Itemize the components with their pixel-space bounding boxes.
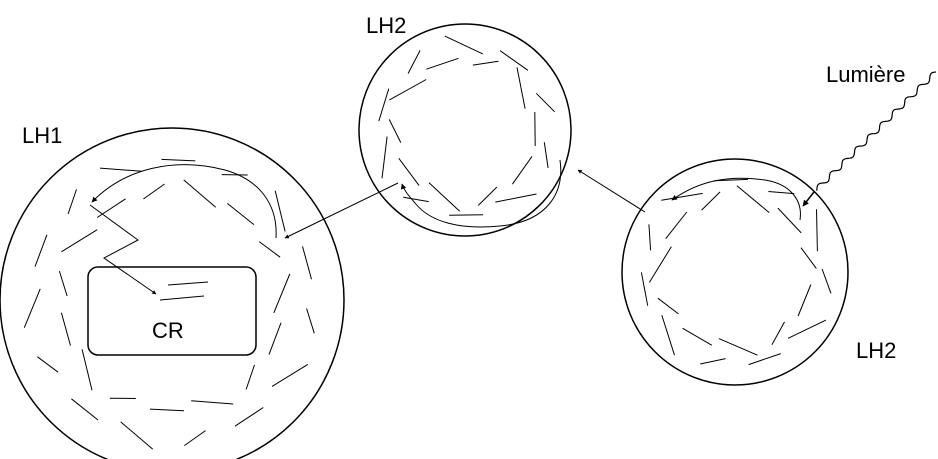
pigment-dash: [273, 273, 291, 314]
pigment-dash: [516, 67, 526, 109]
pigment-dash: [71, 398, 99, 421]
pigment-dash: [511, 156, 533, 185]
pigment-dash: [34, 234, 48, 267]
cr-label: CR: [152, 318, 184, 343]
pigment-dash: [258, 241, 281, 258]
pigment-dash: [477, 186, 498, 206]
pigment-dash: [768, 191, 795, 195]
pigment-dash: [499, 50, 529, 71]
pigment-dash: [407, 50, 421, 74]
pigment-dash: [661, 314, 675, 356]
pigment-dash: [403, 196, 429, 203]
pigment-dash: [428, 182, 461, 212]
pigment-dash: [648, 224, 652, 251]
pigment-dash: [640, 272, 649, 306]
pigment-dash: [472, 60, 499, 66]
pigment-dash: [777, 207, 802, 234]
pigment-dash: [381, 136, 388, 179]
lh2-right-pigment-marks: [640, 178, 832, 366]
pigment-dash: [67, 189, 77, 215]
pigment-dash: [701, 191, 721, 211]
pigment-dash: [495, 193, 537, 203]
lh1-circle: [0, 127, 345, 459]
pigment-dash: [302, 246, 312, 280]
pigment-dash: [271, 363, 309, 387]
pigment-dash: [535, 92, 555, 113]
lh2-right-circulation-arrow: [671, 177, 801, 221]
photon-arrow: [802, 191, 815, 207]
pigment-dash: [58, 270, 68, 297]
pigment-dash: [800, 247, 817, 269]
pigment-dash: [268, 322, 282, 355]
pigment-dash: [378, 88, 390, 122]
transfer-arrow-lh2-right-to-top: [577, 169, 646, 213]
pigment-dash: [161, 158, 196, 162]
pigment-dash: [99, 167, 142, 172]
lh2-right-circle: [621, 158, 849, 386]
pigment-dash: [661, 192, 703, 201]
photon-wavy-line: [816, 71, 937, 191]
pigment-dash: [274, 190, 286, 232]
pigment-dash: [389, 79, 427, 101]
pigment-dash: [748, 353, 781, 366]
pigment-dash: [665, 211, 688, 240]
lh1-complex: CR LH1: [0, 123, 345, 459]
pigment-dash: [61, 229, 98, 253]
pigment-dash: [120, 421, 154, 450]
pigment-dash: [648, 246, 672, 283]
pigment-dash: [191, 400, 234, 405]
pigment-dash: [149, 408, 185, 412]
transfer-arrow-lh2-top-to-lh1: [284, 182, 399, 239]
pigment-dash: [426, 57, 459, 70]
pigment-dash: [184, 430, 206, 447]
pigment-dash: [37, 356, 59, 373]
lh2-top-complex: LH2: [358, 13, 572, 237]
pigment-dash: [306, 308, 315, 334]
cr-pigment-marks: [159, 281, 209, 301]
lh1-pigment-marks: [23, 158, 315, 450]
pigment-dash: [398, 158, 420, 186]
pigment-dash: [245, 364, 255, 390]
pigment-dash: [682, 327, 713, 346]
pigment-dash: [234, 407, 264, 427]
pigment-dash: [714, 178, 749, 182]
lh1-circulation-arrow: [91, 164, 277, 239]
transfer-arrow-to-reaction-center: [89, 204, 157, 295]
pigment-dash: [444, 35, 484, 55]
pigment-dash: [96, 198, 126, 218]
pigment-dash: [143, 183, 165, 200]
pigment-dash: [718, 338, 758, 356]
pigment-dash: [797, 284, 812, 317]
pigment-dash: [821, 268, 832, 294]
reaction-center-box: [87, 266, 257, 356]
lh2-top-label: LH2: [366, 13, 406, 38]
pigment-dash: [226, 203, 255, 225]
pigment-dash: [81, 349, 93, 391]
pigment-dash: [816, 209, 818, 252]
pigment-dash: [657, 297, 679, 315]
pigment-dash: [736, 185, 770, 213]
lh2-top-circulation-arrow: [400, 159, 562, 228]
pigment-dash: [23, 288, 41, 328]
lh2-right-complex: LH2: [621, 158, 896, 386]
pigment-dash: [771, 321, 785, 345]
light-label: Lumière: [826, 62, 905, 87]
lh2-right-label: LH2: [856, 338, 896, 363]
pigment-dash: [543, 142, 549, 169]
lh2-top-circle: [358, 23, 572, 237]
pigment-dash: [60, 312, 71, 346]
lh1-label: LH1: [22, 123, 62, 148]
pigment-dash: [183, 179, 217, 208]
pigment-dash: [700, 358, 726, 365]
pigment-dash: [388, 119, 402, 143]
pigment-dash: [787, 319, 827, 339]
lh2-top-pigment-marks: [378, 35, 555, 216]
